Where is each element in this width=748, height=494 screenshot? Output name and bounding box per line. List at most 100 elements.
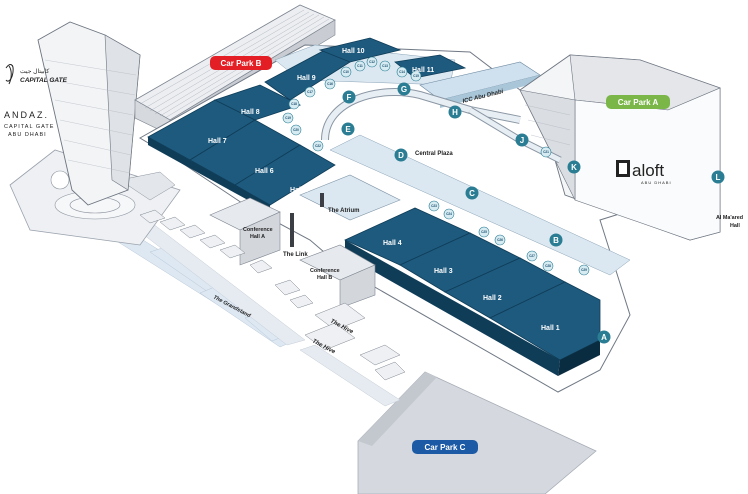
svg-text:C27: C27 xyxy=(529,254,535,258)
svg-text:CAPITAL GATE: CAPITAL GATE xyxy=(20,77,68,84)
svg-text:J: J xyxy=(520,136,524,145)
svg-text:C19: C19 xyxy=(285,116,291,120)
door-c11: C11 xyxy=(354,60,366,72)
svg-text:C14: C14 xyxy=(399,70,405,74)
svg-text:H: H xyxy=(452,108,458,117)
svg-text:C24: C24 xyxy=(446,212,452,216)
marker-l-icon: L xyxy=(711,170,725,184)
atrium-area xyxy=(209,174,401,309)
al-maared-label-2: Hall xyxy=(730,223,740,229)
svg-text:C25: C25 xyxy=(481,230,487,234)
hall-1-shape xyxy=(489,281,601,361)
conference-b-label-2: Hall B xyxy=(317,275,332,281)
svg-text:CAPITAL GATE: CAPITAL GATE xyxy=(4,124,54,130)
door-c14: C14 xyxy=(396,66,408,78)
capital-gate-logo-icon xyxy=(5,64,14,85)
svg-text:E: E xyxy=(345,125,351,134)
svg-text:C: C xyxy=(469,189,475,198)
door-c10: C10 xyxy=(340,66,352,78)
door-c26: C26 xyxy=(494,234,506,246)
door-badges: C10 C11 C12 C13 C14 C15 C16 C17 C18 C19 … xyxy=(282,56,590,276)
halls-west xyxy=(147,84,336,212)
door-c18: C18 xyxy=(288,98,300,110)
car-park-b-label: Car Park B xyxy=(221,59,262,68)
door-c27: C27 xyxy=(526,250,538,262)
svg-text:K: K xyxy=(571,163,577,172)
door-c24: C24 xyxy=(443,208,455,220)
door-c22: C22 xyxy=(312,140,324,152)
door-c16: C16 xyxy=(324,78,336,90)
door-c20: C20 xyxy=(290,124,302,136)
svg-text:ABU DHABI: ABU DHABI xyxy=(641,180,672,185)
marker-a-icon: A xyxy=(597,330,611,344)
hall-5-shape xyxy=(234,144,336,206)
svg-text:L: L xyxy=(716,173,721,182)
al-maared-label-1: Al Ma'ared xyxy=(716,215,743,221)
svg-text:B: B xyxy=(553,236,559,245)
svg-text:aloft: aloft xyxy=(632,161,664,180)
svg-text:C15: C15 xyxy=(413,74,419,78)
svg-text:كابيتال جيت: كابيتال جيت xyxy=(20,68,49,75)
svg-text:C29: C29 xyxy=(581,268,587,272)
svg-text:D: D xyxy=(398,151,404,160)
svg-text:C10: C10 xyxy=(343,70,349,74)
door-c15: C15 xyxy=(410,70,422,82)
link-label: The Link xyxy=(283,252,308,258)
svg-text:A: A xyxy=(601,333,607,342)
entrance-markers[interactable]: A B C D E F G H J K L xyxy=(341,82,725,344)
capital-gate-brand: كابيتال جيت CAPITAL GATE ANDAZ. CAPITAL … xyxy=(4,64,68,138)
aloft-logo-icon: aloft ABU DHABI xyxy=(616,160,672,185)
svg-text:C12: C12 xyxy=(369,60,375,64)
hall-9-label: Hall 9 xyxy=(297,75,316,82)
hall-11-label: Hall 11 xyxy=(412,67,434,74)
grandstand-blocks xyxy=(139,209,406,381)
svg-text:C28: C28 xyxy=(545,264,551,268)
door-c21: C21 xyxy=(540,146,552,158)
hall-8-label: Hall 8 xyxy=(241,109,260,116)
hall-1-label: Hall 1 xyxy=(541,325,560,332)
marker-k-icon: K xyxy=(567,160,581,174)
car-park-a-pill[interactable]: Car Park A xyxy=(606,95,670,109)
marker-d-icon: D xyxy=(394,148,408,162)
hall-4-label: Hall 4 xyxy=(383,240,402,247)
halls-south xyxy=(344,207,601,376)
svg-text:C17: C17 xyxy=(307,90,313,94)
hall-7-label: Hall 7 xyxy=(208,138,227,145)
svg-text:C18: C18 xyxy=(291,102,297,106)
atrium-label: The Atrium xyxy=(328,208,359,214)
car-park-c-structure xyxy=(357,371,597,494)
conference-a-label-1: Conference xyxy=(243,227,273,233)
hall-10-label: Hall 10 xyxy=(342,48,365,55)
central-plaza-label: Central Plaza xyxy=(415,151,453,157)
door-c29: C29 xyxy=(578,264,590,276)
svg-text:C20: C20 xyxy=(293,128,299,132)
marker-c-icon: C xyxy=(465,186,479,200)
car-park-c-pill[interactable]: Car Park C xyxy=(412,440,478,454)
capital-gate-tower xyxy=(37,21,141,206)
svg-text:C26: C26 xyxy=(497,238,503,242)
door-c12: C12 xyxy=(366,56,378,68)
hall-3-label: Hall 3 xyxy=(434,268,453,275)
marker-j-icon: J xyxy=(515,133,529,147)
door-c19: C19 xyxy=(282,112,294,124)
door-c23: C23 xyxy=(428,200,440,212)
svg-text:ABU DHABI: ABU DHABI xyxy=(8,132,47,138)
marker-f-icon: F xyxy=(342,90,356,104)
hall-5-label: Hall 5 xyxy=(290,187,309,194)
door-c17: C17 xyxy=(304,86,316,98)
svg-text:C23: C23 xyxy=(431,204,437,208)
svg-text:C11: C11 xyxy=(357,64,363,68)
marker-e-icon: E xyxy=(341,122,355,136)
hall-labels: Hall 1 Hall 2 Hall 3 Hall 4 Hall 5 Hall … xyxy=(208,48,560,332)
svg-text:ANDAZ.: ANDAZ. xyxy=(4,110,49,120)
car-park-c-label: Car Park C xyxy=(425,443,466,452)
hall-8-shape xyxy=(213,84,302,121)
svg-text:F: F xyxy=(347,93,352,102)
svg-text:C21: C21 xyxy=(543,150,549,154)
car-park-b-pill[interactable]: Car Park B xyxy=(210,56,272,70)
door-c25: C25 xyxy=(478,226,490,238)
marker-h-icon: H xyxy=(448,105,462,119)
hall-10-shape xyxy=(318,37,402,63)
svg-text:C16: C16 xyxy=(327,82,333,86)
